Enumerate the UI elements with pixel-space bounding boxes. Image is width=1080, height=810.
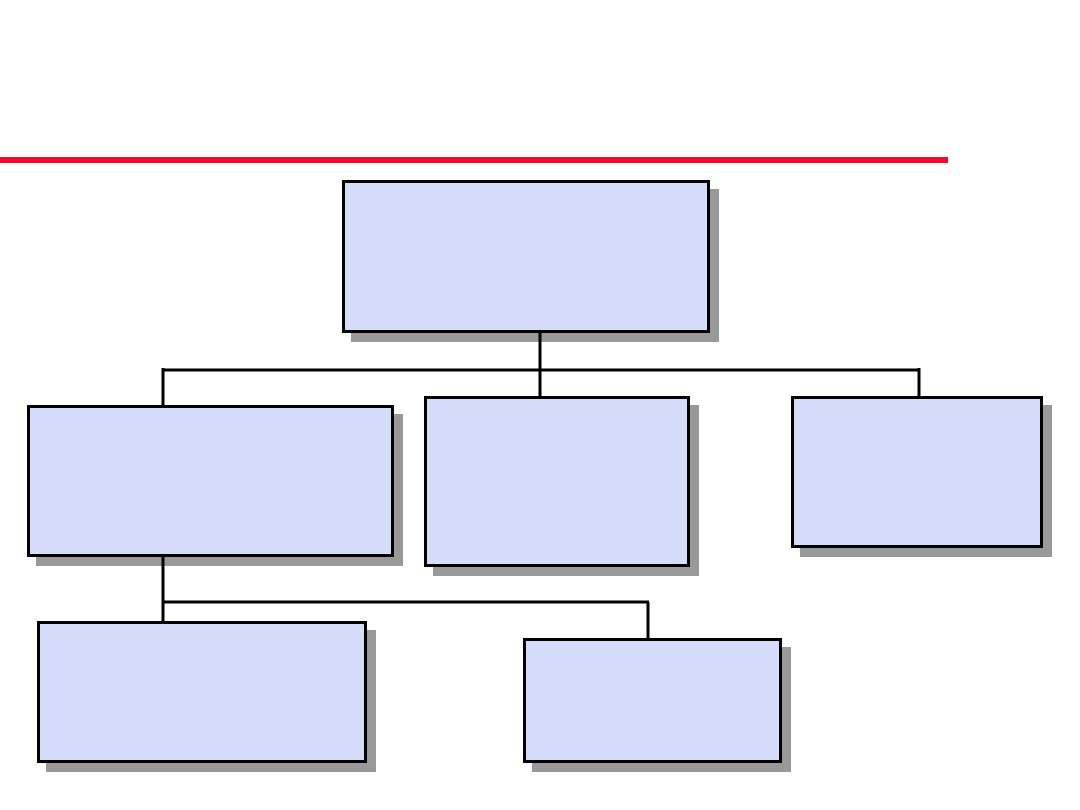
org-chart-node-child-left[interactable] bbox=[27, 405, 394, 557]
org-chart-node-grandchild-right[interactable] bbox=[523, 638, 782, 763]
org-chart-node-child-right[interactable] bbox=[791, 396, 1043, 548]
title-divider-line bbox=[0, 157, 948, 163]
org-chart-node-child-center[interactable] bbox=[424, 396, 690, 567]
org-chart-node-root[interactable] bbox=[342, 180, 710, 333]
org-chart-node-grandchild-left[interactable] bbox=[37, 621, 367, 763]
